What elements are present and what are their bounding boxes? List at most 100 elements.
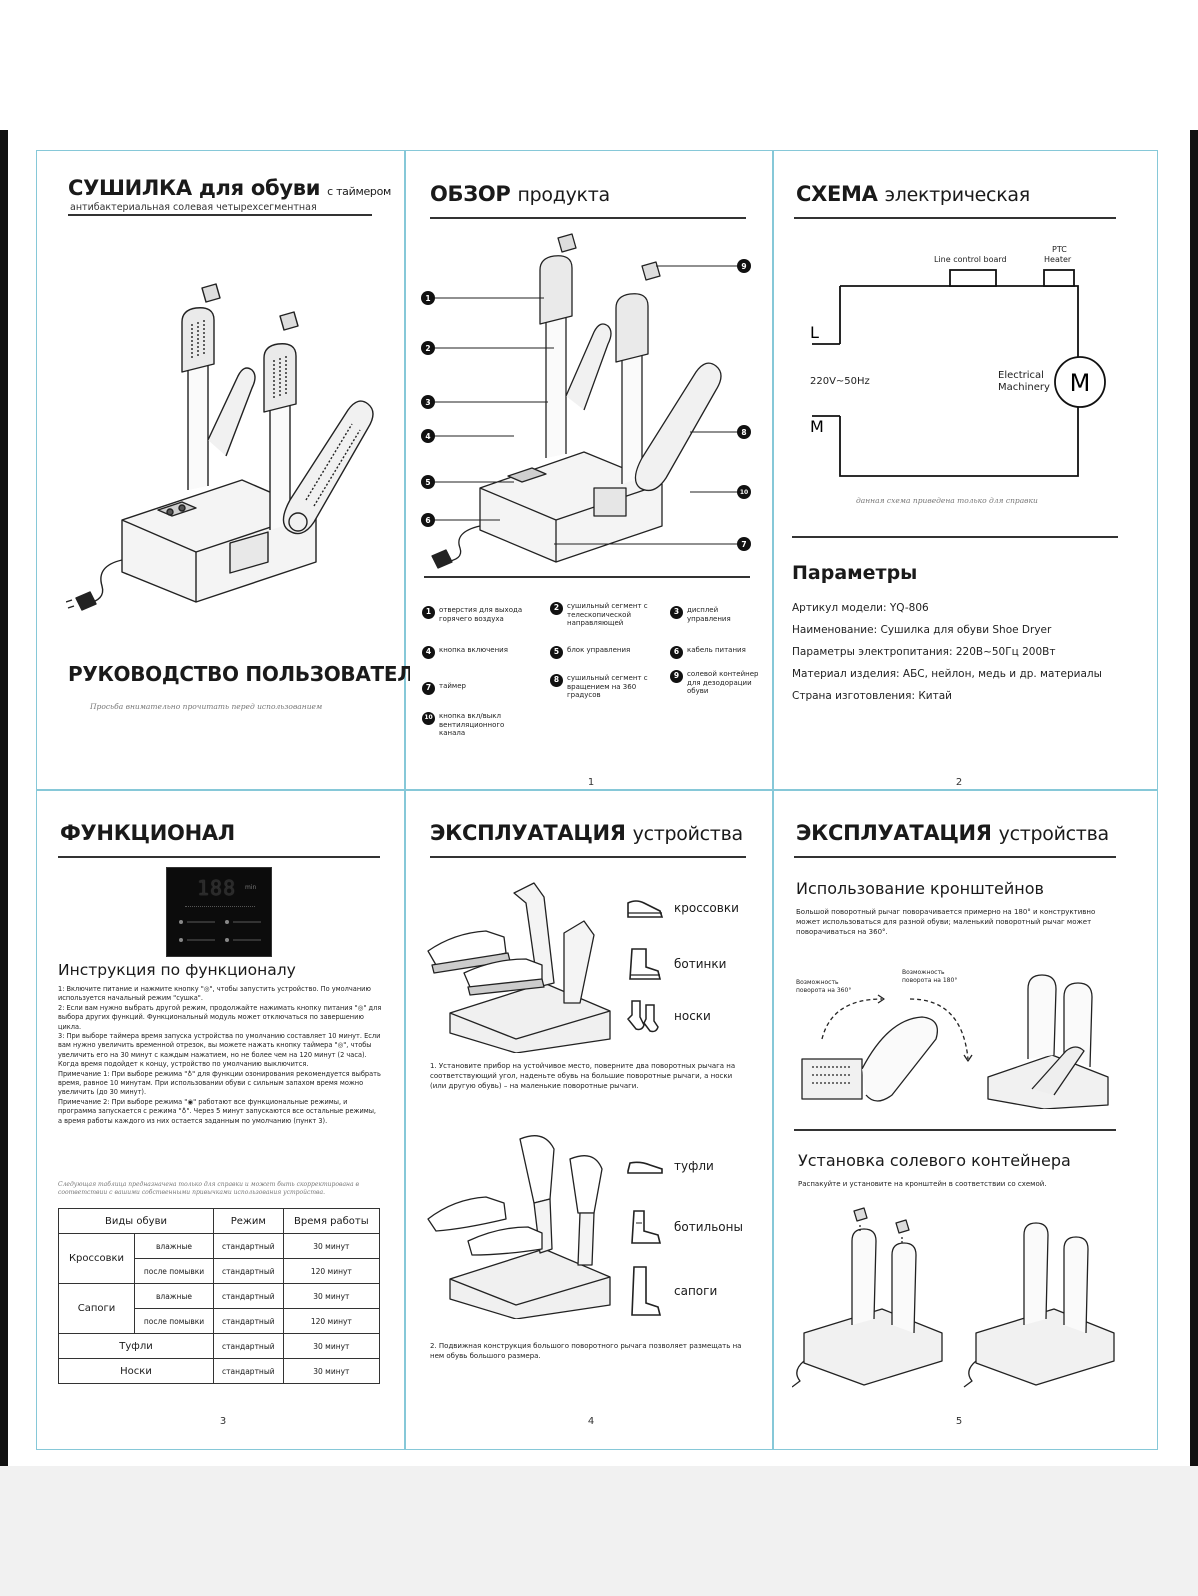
circuit-note: данная схема приведена только для справк… <box>856 496 1038 505</box>
title-rule <box>794 217 1116 219</box>
table-row: Сапоги влажные стандартный 30 минут <box>58 1283 381 1334</box>
bottom-margin <box>0 1466 1198 1596</box>
l-terminal: L <box>810 323 819 342</box>
table-row: после помывки стандартный 120 минут <box>59 1258 381 1284</box>
legend-item: 10 кнопка вкл/выкл вентиляционного канала <box>422 712 522 738</box>
table-row: Туфли стандартный 30 минут <box>58 1333 381 1359</box>
operation1-title: ЭКСПЛУАТАЦИЯ устройства <box>430 821 743 845</box>
operation1-title-bold: ЭКСПЛУАТАЦИЯ <box>430 821 626 845</box>
legend-dot: 10 <box>422 712 435 725</box>
mode-label <box>233 939 261 941</box>
ptc-label: PTC <box>1052 245 1067 254</box>
param-value: YQ-806 <box>889 602 929 614</box>
param-value: АБС, нейлон, медь и др. материалы <box>902 668 1102 680</box>
page-number: 3 <box>219 1416 227 1427</box>
legend-text: блок управления <box>567 646 631 654</box>
table-header-row: Виды обуви Режим Время работы <box>58 1208 381 1234</box>
table-cell: 120 минут <box>282 1308 381 1334</box>
param-row: Наименование: Сушилка для обуви Shoe Dry… <box>792 624 1051 636</box>
legend-dot: 5 <box>550 646 563 659</box>
shoe-label: кроссовки <box>674 901 739 915</box>
display-unit: min <box>245 884 257 891</box>
divider <box>37 789 1157 791</box>
param-row: Материал изделия: АБС, нейлон, медь и др… <box>792 668 1102 680</box>
legend-dot: 3 <box>670 606 683 619</box>
brackets-title: Использование кронштейнов <box>796 879 1044 898</box>
table-row: Кроссовки влажные стандартный 30 минут <box>58 1233 381 1284</box>
line-control-label: Line control board <box>934 255 1007 264</box>
mode-label <box>187 921 215 923</box>
table-cell: Туфли <box>58 1333 214 1359</box>
table-cell: Носки <box>58 1358 214 1384</box>
salt-text: Распакуйте и установите на кронштейн в с… <box>798 1180 1047 1188</box>
title-rule <box>68 214 372 216</box>
panel-cover: СУШИЛКА для обуви с таймером антибактери… <box>36 150 410 800</box>
legend-text: солевой контейнер для дезодорации обуви <box>687 670 759 695</box>
display-digits: 188 <box>197 876 237 900</box>
overview-title-rest: продукта <box>517 184 611 206</box>
cover-title-suffix: с таймером <box>327 185 392 198</box>
drying-time-table: Виды обуви Режим Время работы Кроссовки … <box>58 1208 381 1384</box>
instructions-text: 1: Включите питание и нажмите кнопку "◎"… <box>58 985 382 1126</box>
cover-subtitle: антибактериальная солевая четырехсегмент… <box>70 202 317 213</box>
callout-6: 6 <box>425 516 430 525</box>
mode-icon <box>179 938 183 942</box>
table-cell: 120 минут <box>282 1258 381 1284</box>
callout-7: 7 <box>741 540 746 549</box>
table-cell: стандартный <box>213 1308 284 1334</box>
callout-8: 8 <box>741 428 746 437</box>
salt-container-diagram <box>792 1207 1115 1388</box>
rotation-180-label: Возможность поворота на 180° <box>902 969 958 984</box>
legend-item: 6 кабель питания <box>670 646 760 659</box>
legend-text: дисплей управления <box>687 606 731 623</box>
legend-text: кнопка вкл/выкл вентиляционного канала <box>439 712 505 737</box>
instruction-paragraph: 3: При выборе таймера время запуска устр… <box>58 1032 381 1069</box>
shoe-label: туфли <box>674 1159 714 1173</box>
shoe-label: ботинки <box>674 957 727 971</box>
boot-icon <box>629 948 662 980</box>
operation2-title-bold: ЭКСПЛУАТАЦИЯ <box>796 821 992 845</box>
callout-4: 4 <box>425 432 430 441</box>
dryer-with-sneakers <box>427 882 611 1053</box>
page-number: 2 <box>955 777 963 788</box>
motor-label: Machinery <box>998 382 1050 393</box>
dryer-illustration <box>66 283 374 611</box>
dress-shoe-icon <box>627 1161 663 1174</box>
cover-title-main: СУШИЛКА для обуви <box>68 176 321 200</box>
operation2-title-rest: устройства <box>998 823 1109 845</box>
param-key: Параметры электропитания: <box>792 646 953 658</box>
dryer-with-shoes <box>427 1135 611 1319</box>
legend-item: 3 дисплей управления <box>670 606 760 623</box>
table-row: Носки стандартный 30 минут <box>58 1358 381 1384</box>
instruction-paragraph: Примечание 2: При выборе режима "◉" рабо… <box>58 1097 377 1125</box>
legend-item: 5 блок управления <box>550 646 660 659</box>
title-rule <box>430 217 746 219</box>
circuit-title-rest: электрическая <box>884 184 1031 206</box>
legend-dot: 4 <box>422 646 435 659</box>
legend-text: сушильный сегмент с телескопической напр… <box>567 602 648 627</box>
shoe-type: носки <box>626 999 711 1033</box>
param-row: Страна изготовления: Китай <box>792 690 952 702</box>
table-header: Режим <box>213 1208 284 1234</box>
cover-title: СУШИЛКА для обуви с таймером <box>68 176 391 200</box>
table-cell: стандартный <box>213 1283 284 1309</box>
section-rule <box>794 1129 1116 1131</box>
table-cell: стандартный <box>213 1358 284 1384</box>
mode-icon <box>225 938 229 942</box>
display-dots <box>185 906 255 907</box>
legend-text: кабель питания <box>687 646 746 654</box>
overview-title-bold: ОБЗОР <box>430 182 511 206</box>
socks-icon <box>626 1000 659 1033</box>
legend-dot: 6 <box>670 646 683 659</box>
param-key: Страна изготовления: <box>792 690 915 702</box>
table-cell: Кроссовки <box>58 1233 135 1284</box>
param-key: Наименование: <box>792 624 878 636</box>
table-cell: стандартный <box>213 1233 284 1259</box>
shoe-type: ботильоны <box>626 1209 743 1245</box>
table-cell: 30 минут <box>282 1233 381 1259</box>
param-value: Сушилка для обуви Shoe Dryer <box>880 624 1052 636</box>
